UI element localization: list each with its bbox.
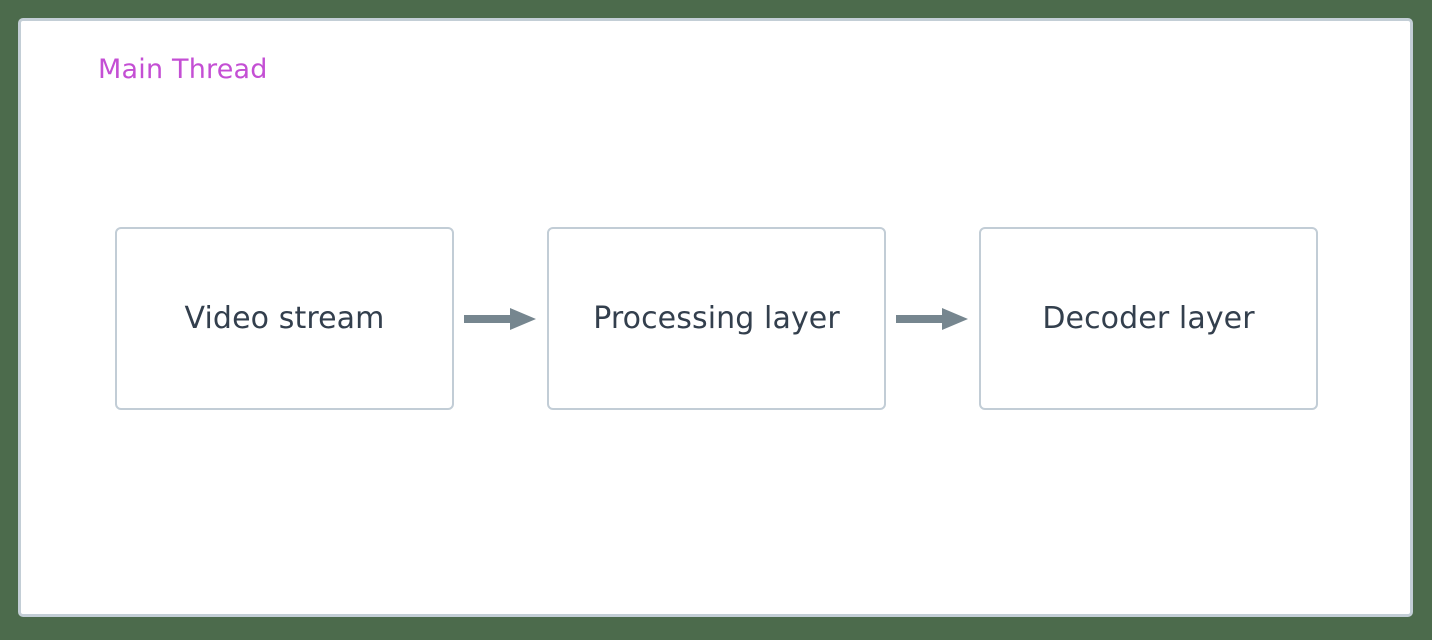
node-decoder-layer-label: Decoder layer — [1042, 300, 1255, 336]
edge-video-stream-to-processing-layer — [462, 303, 538, 335]
node-video-stream-label: Video stream — [184, 300, 385, 336]
node-processing-layer-label: Processing layer — [593, 300, 840, 336]
arrow-right-icon — [896, 308, 968, 330]
node-video-stream[interactable]: Video stream — [115, 227, 454, 410]
node-processing-layer[interactable]: Processing layer — [547, 227, 886, 410]
edge-processing-layer-to-decoder-layer — [894, 303, 970, 335]
arrow-right-icon — [464, 308, 536, 330]
main-thread-title: Main Thread — [98, 54, 268, 85]
node-decoder-layer[interactable]: Decoder layer — [979, 227, 1318, 410]
